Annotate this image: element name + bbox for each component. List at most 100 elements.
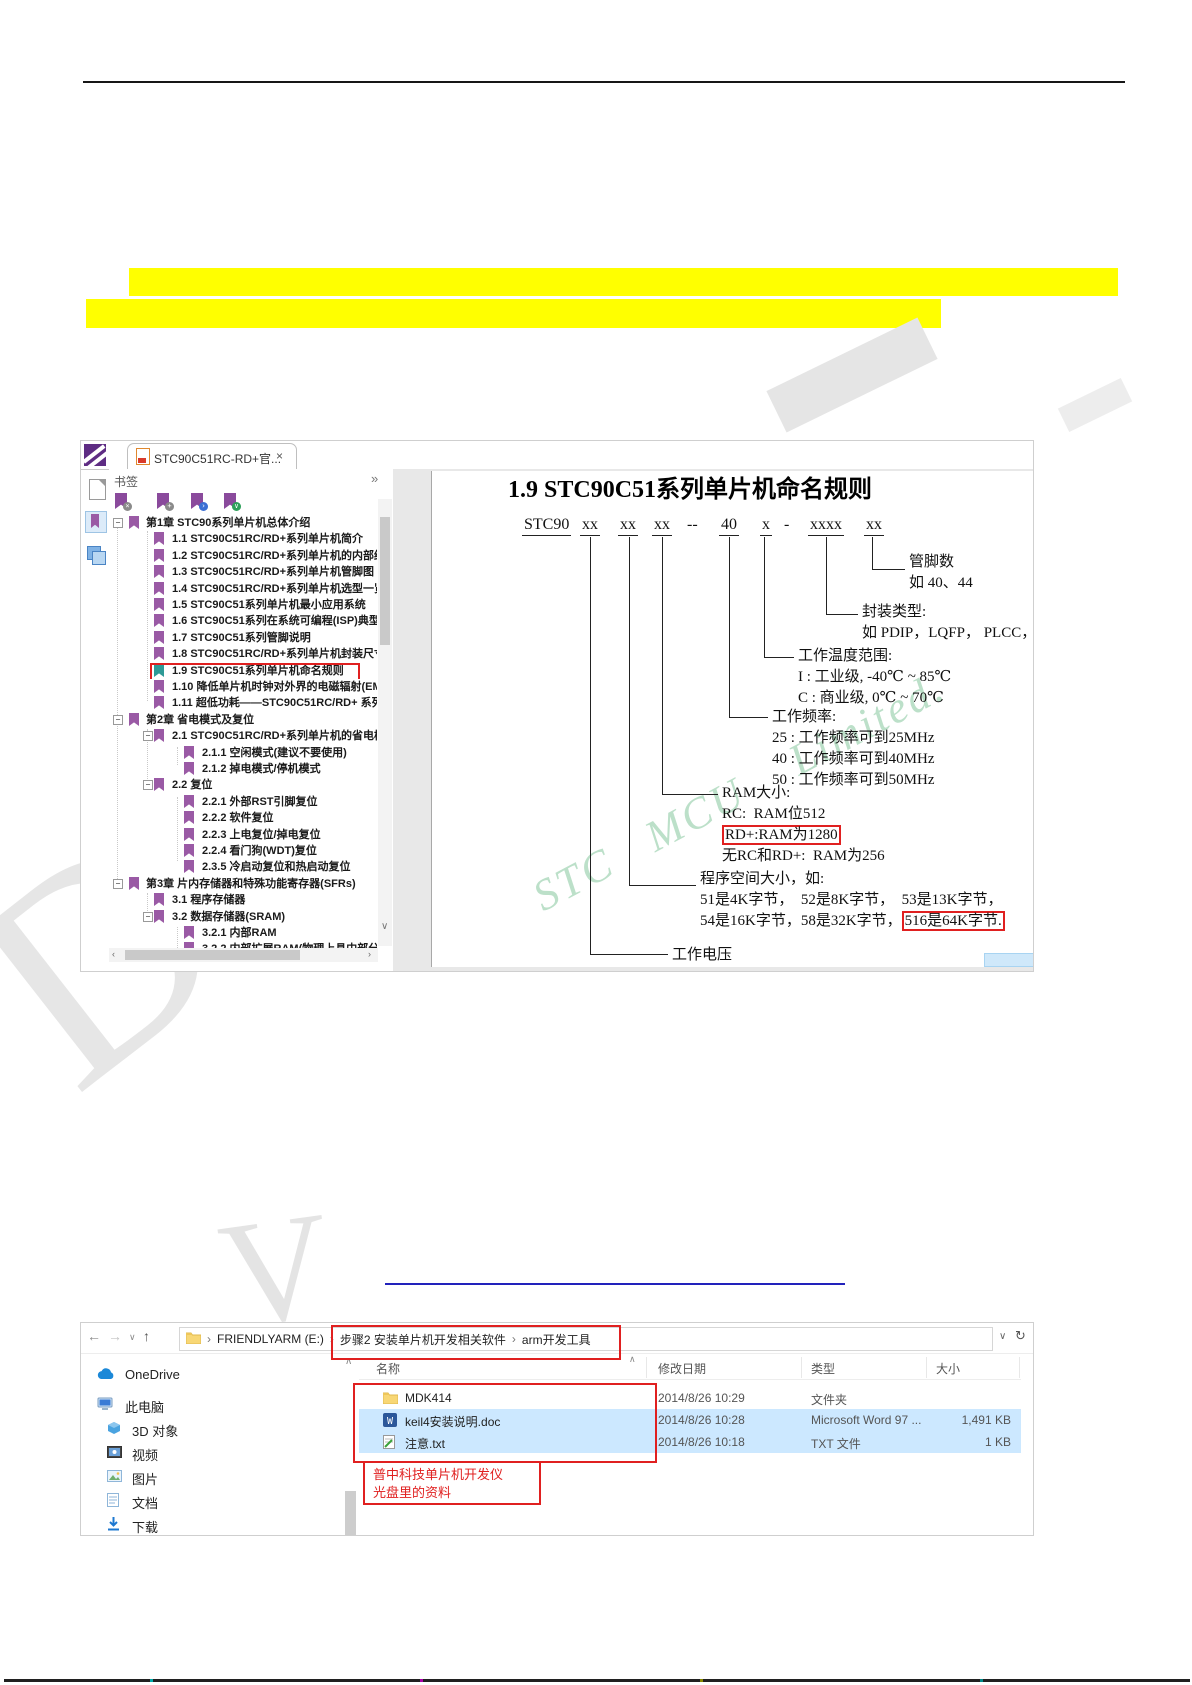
expand-minus-box[interactable]: − <box>143 731 153 742</box>
bookmark-item[interactable]: 2.1.1 空闲模式(建议不要使用) <box>109 745 377 761</box>
bookmark-icon <box>153 565 165 579</box>
print-artifact <box>150 1679 153 1682</box>
expand-minus-box[interactable]: − <box>113 714 123 725</box>
annotation-text: 如 40、44 <box>909 575 973 591</box>
bookmark-add-icon[interactable]: + <box>156 493 176 513</box>
breadcrumb-item[interactable]: arm开发工具 <box>521 1332 591 1347</box>
bookmark-item[interactable]: 2.1.2 掉电模式/停机模式 <box>109 761 377 777</box>
bookmark-label: 2.1.1 空闲模式(建议不要使用) <box>202 746 347 759</box>
bookmark-item[interactable]: 1.11 超低功耗——STC90C51RC/RD+ 系列单片 <box>109 695 377 711</box>
scroll-right-icon[interactable]: › <box>368 949 371 959</box>
tree-guide <box>147 531 148 701</box>
sidebar-item-download[interactable]: 下载 <box>81 1515 337 1535</box>
bookmark-icon <box>153 696 165 710</box>
bookmark-item[interactable]: −2.2 复位 <box>109 777 377 793</box>
layers-icon[interactable] <box>87 546 106 565</box>
diagram-connector-vline <box>826 537 827 614</box>
breadcrumb-item[interactable]: 步骤2 安装单片机开发相关软件 <box>339 1332 506 1347</box>
expand-minus-box[interactable]: − <box>143 780 153 791</box>
sidebar-item-cube[interactable]: 3D 对象 <box>81 1419 337 1439</box>
scroll-left-icon[interactable]: ‹ <box>112 949 115 959</box>
folder-icon <box>382 1391 399 1405</box>
address-box[interactable]: ›FRIENDLYARM (E:)›步骤2 安装单片机开发相关软件›arm开发工… <box>179 1327 993 1351</box>
sidebar-item-document[interactable]: 文档 <box>81 1491 337 1511</box>
bookmark-item[interactable]: 2.2.2 软件复位 <box>109 810 377 826</box>
bookmark-item[interactable]: 2.2.4 看门狗(WDT)复位 <box>109 843 377 859</box>
pdf-page: 1.9 STC90C51系列单片机命名规则 STC MCU Limited. S… <box>431 471 1033 967</box>
bookmark-item[interactable]: 1.7 STC90C51系列管脚说明 <box>109 630 377 646</box>
bookmark-item[interactable]: 1.4 STC90C51RC/RD+系列单片机选型一览表 <box>109 581 377 597</box>
bookmark-item[interactable]: −3.2 数据存储器(SRAM) <box>109 909 377 925</box>
bookmark-item[interactable]: 1.2 STC90C51RC/RD+系列单片机的内部结构 <box>109 548 377 564</box>
column-header-3[interactable]: 类型 <box>811 1362 836 1376</box>
expand-minus-box[interactable]: − <box>143 911 153 922</box>
bookmark-icon <box>183 860 195 874</box>
foxit-app-icon[interactable] <box>84 444 106 466</box>
scroll-down-icon[interactable]: ∨ <box>381 921 389 932</box>
sidebar-item-onedrive[interactable]: OneDrive <box>81 1365 337 1385</box>
bookmark-item[interactable]: 1.6 STC90C51系列在系统可编程(ISP)典型应用 <box>109 613 377 629</box>
breadcrumb-item[interactable]: FRIENDLYARM (E:) <box>217 1332 324 1346</box>
bookmark-item[interactable]: 3.2.1 内部RAM <box>109 925 377 941</box>
bookmark-item[interactable]: 1.8 STC90C51RC/RD+系列单片机封装尺寸图 <box>109 646 377 662</box>
callout-text: 光盘里的资料 <box>373 1485 452 1500</box>
bookmark-item[interactable]: 2.3.5 冷启动复位和热启动复位 <box>109 859 377 875</box>
bookmark-item[interactable]: 1.9 STC90C51系列单片机命名规则 <box>109 662 377 679</box>
header-underline <box>359 1379 1021 1380</box>
link-underline[interactable] <box>385 1283 845 1285</box>
diagram-connector-hline <box>764 657 794 658</box>
bookmarks-panel-icon[interactable] <box>85 511 107 533</box>
tree-guide <box>147 893 148 917</box>
column-header-2[interactable]: 修改日期 <box>658 1362 707 1376</box>
part-number-segment: xxxx <box>808 515 844 536</box>
up-button[interactable]: ↑ <box>143 1328 150 1344</box>
scrollbar-thumb[interactable] <box>125 950 300 960</box>
bookmark-item[interactable]: −第2章 省电模式及复位 <box>109 712 377 728</box>
column-header-4[interactable]: 大小 <box>936 1362 961 1376</box>
sidebar-item-picture[interactable]: 图片 <box>81 1467 337 1487</box>
bookmark-item[interactable]: 1.3 STC90C51RC/RD+系列单片机管脚图 <box>109 564 377 580</box>
bookmark-item[interactable]: −第1章 STC90系列单片机总体介绍 <box>109 515 377 531</box>
bookmark-delete-icon[interactable]: × <box>114 493 134 513</box>
bookmark-item[interactable]: −2.1 STC90C51RC/RD+系列单片机的省电模式 <box>109 728 377 744</box>
picture-icon <box>107 1469 125 1484</box>
column-header-1[interactable]: 名称 <box>376 1362 401 1376</box>
diagram-connector-hline <box>590 954 668 955</box>
bookmark-goto-icon[interactable]: › <box>190 493 210 513</box>
bookmark-item[interactable]: 3.2.2 内部扩展RAM(物理上具中部分 <box>109 941 377 948</box>
annotation-text: RC: RAM位512 <box>722 806 826 822</box>
document-tab[interactable]: STC90C51RC-RD+官... × <box>127 443 297 470</box>
expand-minus-box[interactable]: − <box>113 518 123 528</box>
refresh-icon[interactable]: ↻ <box>1015 1328 1026 1343</box>
bookmark-item[interactable]: 1.10 降低单片机时钟对外界的电磁辐射(EMI)— <box>109 679 377 695</box>
breadcrumb-separator: › <box>207 1332 211 1346</box>
scroll-up-icon[interactable]: ∧ <box>345 1356 353 1367</box>
scrollbar-thumb[interactable] <box>345 1491 356 1535</box>
address-dropdown-icon[interactable]: ∨ <box>999 1331 1007 1342</box>
scrollbar-thumb[interactable] <box>380 517 390 645</box>
expand-minus-box[interactable]: − <box>113 878 123 889</box>
tab-close-icon[interactable]: × <box>276 449 284 463</box>
sidebar-item-video[interactable]: 视频 <box>81 1443 337 1463</box>
bookmark-expand-icon[interactable]: ∨ <box>223 493 243 513</box>
bookmark-item[interactable]: 2.2.3 上电复位/掉电复位 <box>109 827 377 843</box>
annotation-text: C : 商业级, 0℃ ~ 70℃ <box>798 690 944 706</box>
txt-icon <box>383 1435 399 1449</box>
bookmark-item[interactable]: 2.2.1 外部RST引脚复位 <box>109 794 377 810</box>
bookmark-label: 1.10 降低单片机时钟对外界的电磁辐射(EMI)— <box>172 681 377 693</box>
bookmark-item[interactable]: 1.1 STC90C51RC/RD+系列单片机简介 <box>109 531 377 547</box>
panel-collapse-icon[interactable]: » <box>371 471 379 486</box>
page-thumbnails-icon[interactable] <box>89 479 106 500</box>
forward-button[interactable]: → <box>108 1328 122 1344</box>
bookmark-item[interactable]: 3.1 程序存储器 <box>109 892 377 908</box>
bookmark-item[interactable]: 1.5 STC90C51系列单片机最小应用系统 <box>109 597 377 613</box>
back-button[interactable]: ← <box>87 1328 101 1344</box>
bookmark-item[interactable]: −第3章 片内存储器和特殊功能寄存器(SFRs) <box>109 876 377 892</box>
sidebar-item-pc[interactable]: 此电脑 <box>81 1395 337 1415</box>
sidebar-item-label: 此电脑 <box>125 1400 165 1415</box>
recent-locations-icon[interactable]: ∨ <box>129 1332 136 1342</box>
